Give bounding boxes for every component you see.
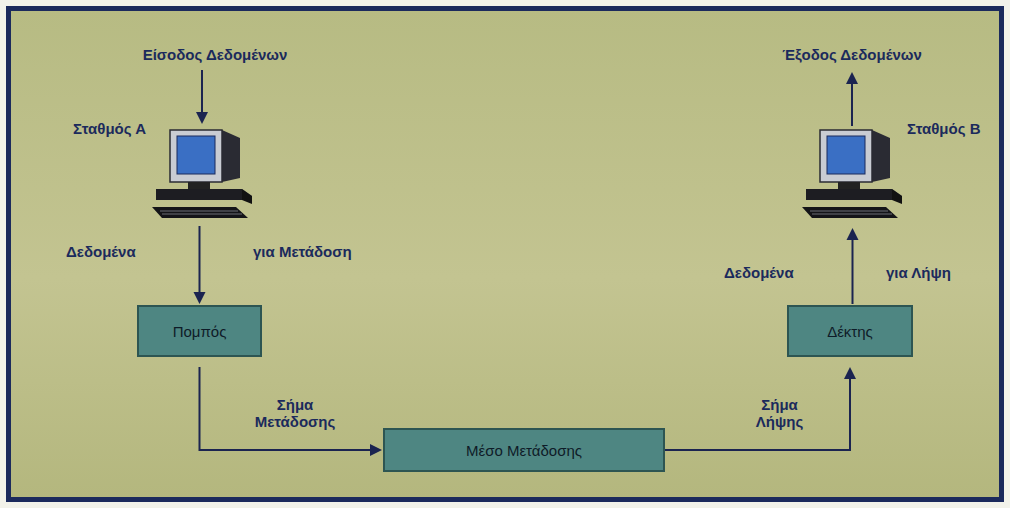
signal-connector xyxy=(847,228,859,304)
signal-label: Σήμα Μετάδοσης xyxy=(245,396,345,430)
arrow-head xyxy=(194,292,206,304)
flow-label: Δεδομένα xyxy=(66,243,156,260)
computer-station: Σταθμός Β xyxy=(800,128,905,220)
box-label: Δέκτης xyxy=(827,323,873,340)
flow-label: Έξοδος Δεδομένων xyxy=(752,46,952,63)
process-box: Μέσο Μετάδοσης xyxy=(383,428,665,472)
box-label: Πομπός xyxy=(173,323,227,340)
flow-label: Δεδομένα xyxy=(724,264,814,281)
computer-icon xyxy=(800,128,905,220)
flow-label: για Μετάδοση xyxy=(253,243,383,260)
connector-line xyxy=(200,367,373,450)
signal-connector xyxy=(200,367,383,456)
box-label: Μέσο Μετάδοσης xyxy=(466,442,582,459)
connector-line xyxy=(199,226,201,294)
station-label: Σταθμός Β xyxy=(907,120,981,137)
flow-label: Είσοδος Δεδομένων xyxy=(115,46,315,63)
connector-line xyxy=(852,238,854,304)
flow-label: για Λήψη xyxy=(886,264,986,281)
connector-line xyxy=(665,377,850,450)
station-label: Σταθμός Α xyxy=(73,120,146,137)
signal-label: Σήμα Λήψης xyxy=(742,396,817,430)
process-box: Πομπός xyxy=(137,305,262,357)
signal-connector xyxy=(665,367,856,450)
output-arrow xyxy=(851,84,853,126)
arrow-head xyxy=(844,367,856,379)
computer-icon xyxy=(150,128,255,220)
arrow-head xyxy=(847,228,859,240)
input-arrow xyxy=(201,70,203,114)
signal-connector xyxy=(194,226,206,304)
arrow-head xyxy=(846,72,858,84)
arrow-head xyxy=(196,112,208,124)
arrow-head xyxy=(370,444,382,456)
process-box: Δέκτης xyxy=(787,305,913,357)
computer-station: Σταθμός Α xyxy=(150,128,255,220)
